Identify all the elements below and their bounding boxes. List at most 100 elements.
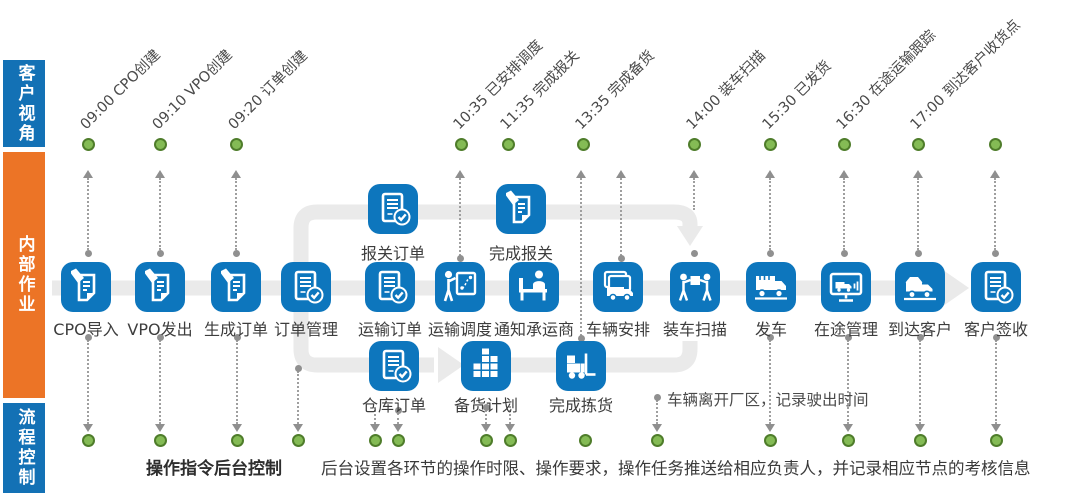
- timeline-milestone-dot: [81, 138, 95, 151]
- dotted-connector-down: [374, 407, 376, 424]
- monitor-truck-icon: [821, 262, 871, 312]
- down-arrowhead-icon: [83, 424, 93, 432]
- desk-person-icon: [509, 262, 559, 312]
- process-step-label: 完成拣货: [548, 396, 613, 415]
- dotted-connector-up: [87, 178, 89, 250]
- connector-node-dot: [394, 407, 402, 414]
- dotted-connector-down: [87, 340, 89, 424]
- control-point-dot: [503, 434, 517, 447]
- timeline-milestone-dot: [501, 138, 515, 151]
- dotted-connector-down: [919, 340, 921, 424]
- process-step-label: 完成报关: [488, 244, 553, 263]
- down-arrowhead-icon: [155, 424, 165, 432]
- dotted-connector-down: [159, 340, 161, 424]
- warehouse-branch-arrowhead-icon: [438, 347, 464, 383]
- connector-node-dot: [482, 404, 490, 411]
- process-step-label: 在途管理: [813, 320, 878, 339]
- process-step-label: 仓库订单: [361, 396, 426, 415]
- connector-node-dot: [991, 249, 999, 257]
- down-arrowhead-icon: [481, 424, 491, 432]
- doc-pen-icon: [211, 262, 261, 312]
- connector-node-dot: [577, 334, 585, 342]
- dotted-connector-up: [580, 178, 582, 336]
- control-point-dot: [153, 434, 167, 447]
- doc-check-icon: [281, 262, 331, 312]
- up-arrowhead-icon: [990, 170, 1000, 178]
- connector-node-dot: [156, 334, 164, 341]
- connector-node-dot: [840, 249, 848, 257]
- up-arrowhead-icon: [765, 170, 775, 178]
- dotted-connector-up: [917, 178, 919, 250]
- truck-arrive-icon: [895, 262, 945, 312]
- dotted-connector-down: [656, 400, 658, 424]
- process-step-label: 装车扫描: [662, 320, 727, 339]
- down-arrowhead-icon: [505, 424, 515, 432]
- doc-check-icon: [365, 262, 415, 312]
- forklift-icon: [556, 341, 606, 391]
- connector-node-dot: [653, 394, 661, 401]
- doc-pen-icon: [61, 262, 111, 312]
- process-step-label: 通知承运商: [493, 320, 574, 339]
- dotted-connector-up: [459, 178, 461, 256]
- timeline-milestone-dot: [988, 138, 1002, 151]
- timeline-milestone-dot: [911, 138, 925, 151]
- dotted-connector-down: [485, 410, 487, 424]
- control-point-dot: [913, 434, 927, 447]
- connector-node-dot: [766, 249, 774, 257]
- control-point-dot: [368, 434, 382, 447]
- doc-pen-icon: [135, 262, 185, 312]
- process-step-label: 到达客户: [887, 320, 952, 339]
- timeline-milestone-dot: [837, 138, 851, 151]
- doc-check-icon: [971, 262, 1021, 312]
- dotted-connector-up: [235, 178, 237, 250]
- control-point-dot: [841, 434, 855, 447]
- connector-node-dot: [766, 334, 774, 341]
- backend-control-description: 后台设置各环节的操作时限、操作要求，操作任务推送给相应负责人，并记录相应节点的考…: [321, 459, 1031, 478]
- up-arrowhead-icon: [455, 170, 465, 178]
- dotted-connector-down: [236, 340, 238, 424]
- down-arrowhead-icon: [915, 424, 925, 432]
- control-point-dot: [81, 434, 95, 447]
- timeline-milestone-dot: [763, 138, 777, 151]
- sidebar-section-customer-view-label: 客户视角: [14, 63, 35, 144]
- up-arrowhead-icon: [616, 170, 626, 178]
- connector-node-dot: [690, 249, 698, 257]
- timeline-milestone-dot: [153, 138, 167, 151]
- connector-node-dot: [992, 334, 1000, 341]
- down-arrowhead-icon: [765, 424, 775, 432]
- process-step-label: 车辆安排: [585, 320, 650, 339]
- down-arrowhead-icon: [293, 424, 303, 432]
- dotted-connector-down: [995, 340, 997, 424]
- dotted-connector-up: [693, 178, 695, 210]
- control-point-dot: [291, 434, 305, 447]
- process-step-label: 备货计划: [453, 396, 518, 415]
- control-point-dot: [230, 434, 244, 447]
- process-step-label: VPO发出: [127, 320, 193, 339]
- down-arrowhead-icon: [393, 424, 403, 432]
- timeline-milestone-dot: [229, 138, 243, 151]
- connector-node-dot: [232, 249, 240, 257]
- process-step-label: 运输调度: [427, 320, 492, 339]
- control-point-dot: [650, 434, 664, 447]
- up-arrowhead-icon: [83, 170, 93, 178]
- warehouse-branch-band-right: [467, 341, 698, 373]
- customs-branch-arrowhead-icon: [677, 226, 703, 246]
- connector-node-dot: [617, 254, 625, 262]
- connector-node-dot: [456, 254, 464, 262]
- up-arrowhead-icon: [689, 170, 699, 178]
- loader-person-icon: [670, 262, 720, 312]
- control-point-dot: [391, 434, 405, 447]
- down-arrowhead-icon: [370, 424, 380, 432]
- dotted-connector-up: [159, 178, 161, 250]
- down-arrowhead-icon: [232, 424, 242, 432]
- down-arrowhead-icon: [991, 424, 1001, 432]
- warehouse-branch-band-left: [293, 285, 434, 373]
- up-arrowhead-icon: [231, 170, 241, 178]
- dotted-connector-up: [769, 178, 771, 250]
- up-arrowhead-icon: [155, 170, 165, 178]
- connector-node-dot: [156, 249, 164, 257]
- process-step-label: 运输订单: [357, 320, 422, 339]
- vehicle-departure-note: 车辆离开厂区，记录驶出时间: [667, 391, 869, 409]
- dotted-connector-down: [509, 406, 511, 424]
